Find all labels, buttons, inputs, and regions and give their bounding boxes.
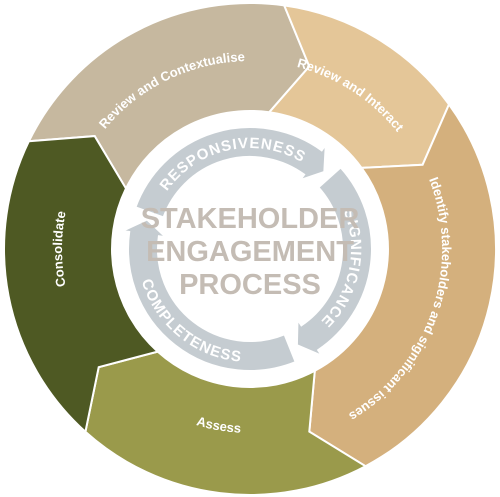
ring-arc-completeness <box>118 218 298 372</box>
segment-identify-stakeholders <box>308 102 497 468</box>
segment-review-interact <box>267 4 451 169</box>
outer-segments <box>3 2 497 496</box>
inner-ring <box>118 126 373 372</box>
segment-assess <box>84 350 368 496</box>
center-title-line-2: ENGAGEMENT <box>146 236 354 268</box>
ring-arc-responsiveness <box>134 126 327 219</box>
center-title-line-1: STAKEHOLDER <box>141 203 360 235</box>
segment-consolidate <box>3 135 160 434</box>
center-title-line-3: PROCESS <box>179 269 321 301</box>
inner-disc <box>122 121 378 377</box>
segment-label-consolidate: Consolidate <box>50 210 69 288</box>
center-title: STAKEHOLDER ENGAGEMENT PROCESS <box>141 203 360 301</box>
ring-arc-significance <box>295 165 373 359</box>
